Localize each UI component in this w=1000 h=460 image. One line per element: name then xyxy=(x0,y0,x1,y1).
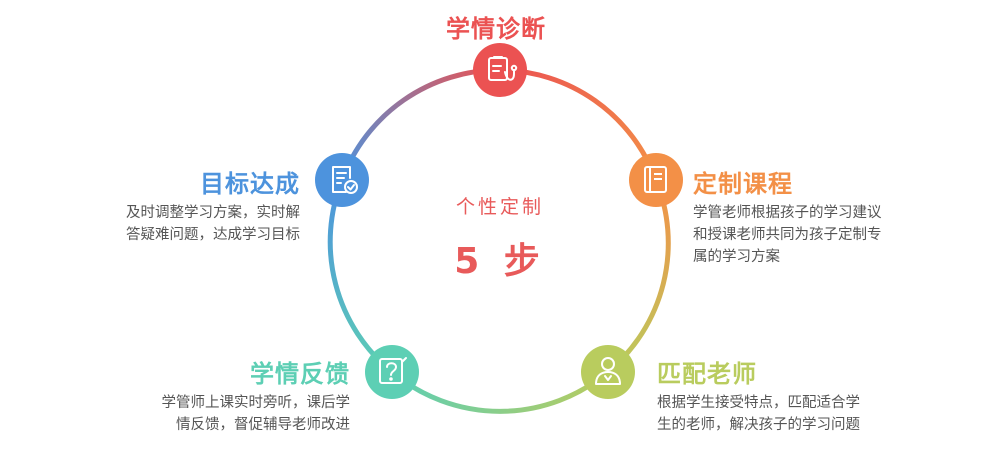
question-card-icon xyxy=(379,357,407,384)
desc-line: 根据学生接受特点，匹配适合学 xyxy=(657,395,860,411)
step-desc-feedback: 学管师上课实时旁听，课后学 情反馈，督促辅导老师改进 xyxy=(100,392,351,436)
center-title: 个性定制 xyxy=(455,196,544,218)
desc-line: 答疑难问题，达成学习目标 xyxy=(126,227,300,243)
ring-arc-feedback-to-goal xyxy=(327,179,394,374)
step-node-teacher xyxy=(581,345,635,399)
step-title-goal: 目标达成 xyxy=(200,170,300,198)
step-desc-teacher: 根据学生接受特点，匹配适合学 生的老师，解决孩子的学习问题 xyxy=(657,392,917,436)
desc-line: 学管老师根据孩子的学习建议 xyxy=(693,205,882,221)
checklist-icon xyxy=(332,166,358,194)
step-title-teacher: 匹配老师 xyxy=(657,360,757,388)
desc-line: 学管师上课实时旁听，课后学 xyxy=(161,395,351,411)
step-node-goal xyxy=(315,153,369,207)
desc-line: 情反馈，督促辅导老师改进 xyxy=(176,417,350,433)
desc-line: 生的老师，解决孩子的学习问题 xyxy=(657,417,860,433)
step-desc-course: 学管老师根据孩子的学习建议 和授课老师共同为孩子定制专 属的学习方案 xyxy=(693,202,933,268)
desc-line: 及时调整学习方案，实时解 xyxy=(126,205,300,221)
step-node-feedback xyxy=(365,345,419,399)
step-node-course xyxy=(629,153,683,207)
desc-line: 属的学习方案 xyxy=(693,249,780,265)
teacher-icon xyxy=(595,357,621,385)
ring-arc-goal-to-diagnosis xyxy=(339,67,501,181)
diagnosis-clipboard-icon xyxy=(488,56,518,81)
ring-arc-diagnosis-to-course xyxy=(499,67,659,181)
center-step-count: 5 步 xyxy=(454,241,546,282)
desc-line: 和授课老师共同为孩子定制专 xyxy=(693,227,882,243)
step-title-course: 定制课程 xyxy=(693,170,793,198)
step-title-feedback: 学情反馈 xyxy=(250,360,350,388)
ring-arc-teacher-to-feedback xyxy=(390,370,610,414)
step-node-diagnosis xyxy=(473,43,527,97)
step-title-diagnosis: 学情诊断 xyxy=(446,15,546,43)
ring-arc-course-to-teacher xyxy=(606,179,671,374)
book-icon xyxy=(644,166,667,193)
step-desc-goal: 及时调整学习方案，实时解 答疑难问题，达成学习目标 xyxy=(60,202,300,246)
